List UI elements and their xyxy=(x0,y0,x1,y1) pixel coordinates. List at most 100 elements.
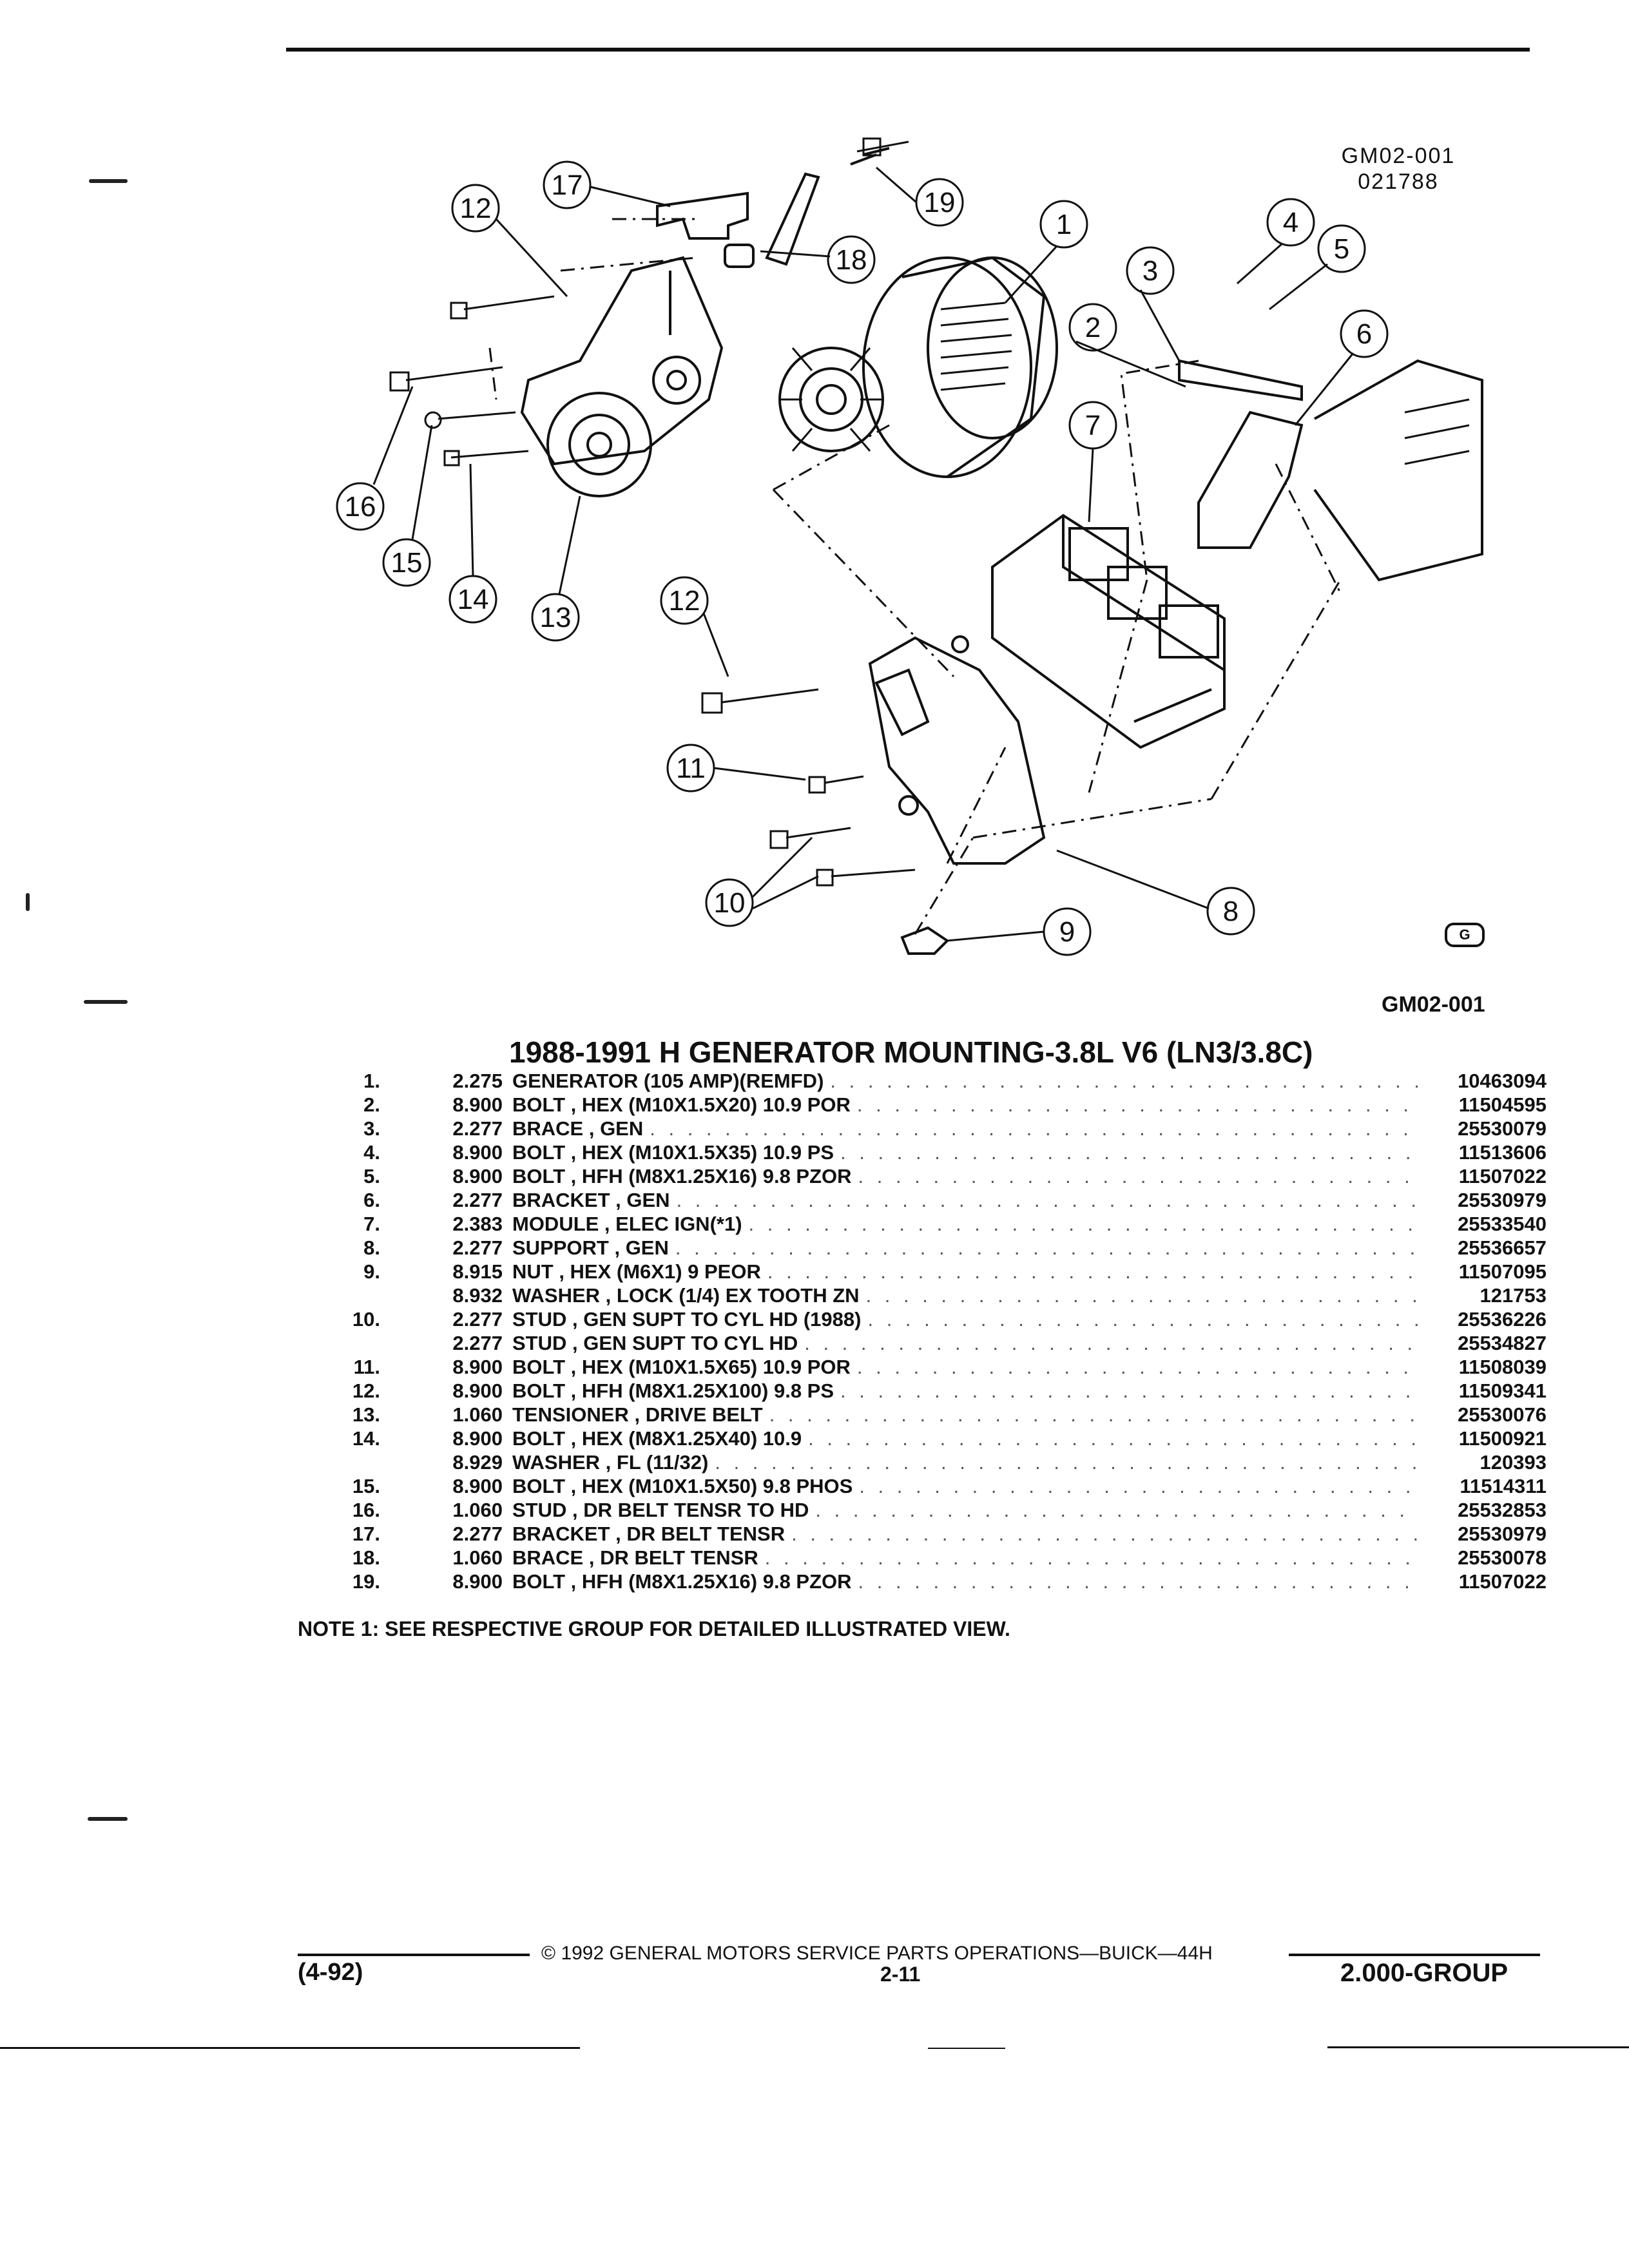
scan-mark xyxy=(84,1000,128,1004)
generator xyxy=(778,256,1058,478)
leader-dots: BOLT , HFH (M8X1.25X16) 9.8 PZOR. . . . … xyxy=(512,1165,1418,1187)
part-description: STUD , GEN SUPT TO CYL HD xyxy=(512,1332,805,1354)
tensioner xyxy=(520,256,724,497)
part-index: 1. xyxy=(363,1070,380,1092)
part-index: 17. xyxy=(352,1523,380,1545)
brace-3 xyxy=(1178,359,1303,401)
leader-dots: STUD , GEN SUPT TO CYL HD (1988). . . . … xyxy=(512,1308,1418,1331)
callout-10: 10 xyxy=(714,887,746,919)
leader-dots: GENERATOR (105 AMP)(REMFD). . . . . . . … xyxy=(512,1070,1418,1092)
part-index: 13. xyxy=(352,1403,380,1426)
parts-list: 1. 2.275 GENERATOR (105 AMP)(REMFD). . . .… xyxy=(309,1070,1547,1594)
part-index: 7. xyxy=(363,1213,380,1235)
part-group: 2.277 xyxy=(452,1308,503,1331)
part-description: BRACKET , GEN xyxy=(512,1189,677,1211)
leader-dots: BOLT , HFH (M8X1.25X100) 9.8 PS. . . . .… xyxy=(512,1379,1418,1402)
part-number: 11500921 xyxy=(1458,1427,1547,1450)
leader-dots: BOLT , HEX (M10X1.5X50) 9.8 PHOS. . . . … xyxy=(512,1475,1418,1497)
bottom-scan-rule xyxy=(1327,2046,1629,2048)
leader-dots: BOLT , HEX (M10X1.5X35) 10.9 PS. . . . .… xyxy=(512,1141,1418,1164)
part-group: 8.900 xyxy=(452,1475,503,1497)
part-number: 25534827 xyxy=(1458,1332,1547,1354)
callout-7: 7 xyxy=(1085,410,1101,441)
part-number: 11514311 xyxy=(1460,1475,1547,1497)
part-description: WASHER , FL (11/32) xyxy=(512,1451,715,1474)
scan-mark xyxy=(89,179,128,183)
callout-18: 18 xyxy=(836,244,867,276)
callout-3: 3 xyxy=(1142,255,1158,287)
part-description: BOLT , HFH (M8X1.25X16) 9.8 PZOR xyxy=(512,1570,858,1593)
callout-9: 9 xyxy=(1059,916,1075,948)
part-description: BOLT , HFH (M8X1.25X100) 9.8 PS xyxy=(512,1379,841,1402)
part-description: MODULE , ELEC IGN(*1) xyxy=(512,1213,749,1235)
part-number: 25532853 xyxy=(1458,1499,1547,1521)
part-group: 8.929 xyxy=(452,1451,503,1474)
brace-18 xyxy=(765,172,820,266)
note: NOTE 1: SEE RESPECTIVE GROUP FOR DETAILE… xyxy=(298,1617,1010,1640)
part-description: STUD , DR BELT TENSR TO HD xyxy=(512,1499,816,1521)
part-number: 11509341 xyxy=(1458,1379,1547,1402)
scan-mark xyxy=(88,1817,128,1821)
part-description: BOLT , HEX (M8X1.25X40) 10.9 xyxy=(512,1427,809,1450)
part-group: 1.060 xyxy=(452,1403,503,1426)
brace-17 xyxy=(656,191,749,240)
part-number: 11507022 xyxy=(1458,1570,1547,1593)
leader-dots: BOLT , HEX (M10X1.5X65) 10.9 POR. . . . … xyxy=(512,1356,1418,1378)
part-group: 2.383 xyxy=(452,1213,503,1235)
part-group: 8.900 xyxy=(452,1093,503,1116)
callout-2: 2 xyxy=(1085,312,1101,343)
leader-dots: BRACE , GEN. . . . . . . . . . . . . . .… xyxy=(512,1117,1418,1140)
callout-1: 1 xyxy=(1056,209,1072,240)
part-index: 5. xyxy=(363,1165,380,1187)
leader-dots: BOLT , HEX (M8X1.25X40) 10.9. . . . . . … xyxy=(512,1427,1418,1450)
part-group: 8.900 xyxy=(452,1165,503,1187)
part-group: 2.275 xyxy=(452,1070,503,1092)
ignition-module xyxy=(991,514,1226,749)
bottom-scan-rule xyxy=(0,2047,580,2049)
part-group: 2.277 xyxy=(452,1332,503,1354)
callout-6: 6 xyxy=(1356,318,1372,350)
part-index: 18. xyxy=(352,1546,380,1569)
exploded-view-diagram: 1 2 3 4 5 6 7 8 9 10 11 12 12 13 14 15 1… xyxy=(336,137,1483,956)
part-group: 8.932 xyxy=(452,1284,503,1307)
part-number: 25536226 xyxy=(1458,1308,1547,1331)
cylinder-head-cover xyxy=(1313,359,1483,582)
part-number: 25530979 xyxy=(1458,1189,1547,1211)
part-index: 19. xyxy=(352,1570,380,1593)
figure-code-top: GM02-001 xyxy=(1341,144,1456,168)
part-number: 25530078 xyxy=(1458,1546,1547,1569)
part-number: 11504595 xyxy=(1458,1093,1547,1116)
page-title: 1988-1991 H GENERATOR MOUNTING-3.8L V6 (… xyxy=(509,1035,1313,1069)
part-group: 8.900 xyxy=(452,1356,503,1378)
part-number: 25530076 xyxy=(1458,1403,1547,1426)
part-number: 11507095 xyxy=(1458,1260,1547,1283)
callout-8: 8 xyxy=(1223,896,1239,927)
leader-dots: SUPPORT , GEN. . . . . . . . . . . . . .… xyxy=(512,1236,1418,1259)
callout-11: 11 xyxy=(676,753,706,784)
part-group: 8.900 xyxy=(452,1570,503,1593)
part-description: NUT , HEX (M6X1) 9 PEOR xyxy=(512,1260,767,1283)
part-index: 8. xyxy=(363,1236,380,1259)
part-index: 4. xyxy=(363,1141,380,1164)
part-number: 25533540 xyxy=(1458,1213,1547,1235)
parts-row: 19. 8.900 BOLT , HFH (M8X1.25X16) 9.8 PZOR… xyxy=(309,1570,1547,1594)
footer-copyright: © 1992 GENERAL MOTORS SERVICE PARTS OPER… xyxy=(541,1943,1213,1964)
part-index: 14. xyxy=(352,1427,380,1450)
part-index: 15. xyxy=(352,1475,380,1497)
part-index: 16. xyxy=(352,1499,380,1521)
part-number: 25530079 xyxy=(1458,1117,1547,1140)
part-number: 25536657 xyxy=(1458,1236,1547,1259)
part-group: 8.900 xyxy=(452,1379,503,1402)
leader-dots: BOLT , HFH (M8X1.25X16) 9.8 PZOR. . . . … xyxy=(512,1570,1418,1593)
part-index: 3. xyxy=(363,1117,380,1140)
part-number: 10463094 xyxy=(1458,1070,1547,1092)
callout-17: 17 xyxy=(552,169,583,201)
part-index: 2. xyxy=(363,1093,380,1116)
callout-12: 12 xyxy=(669,585,700,617)
